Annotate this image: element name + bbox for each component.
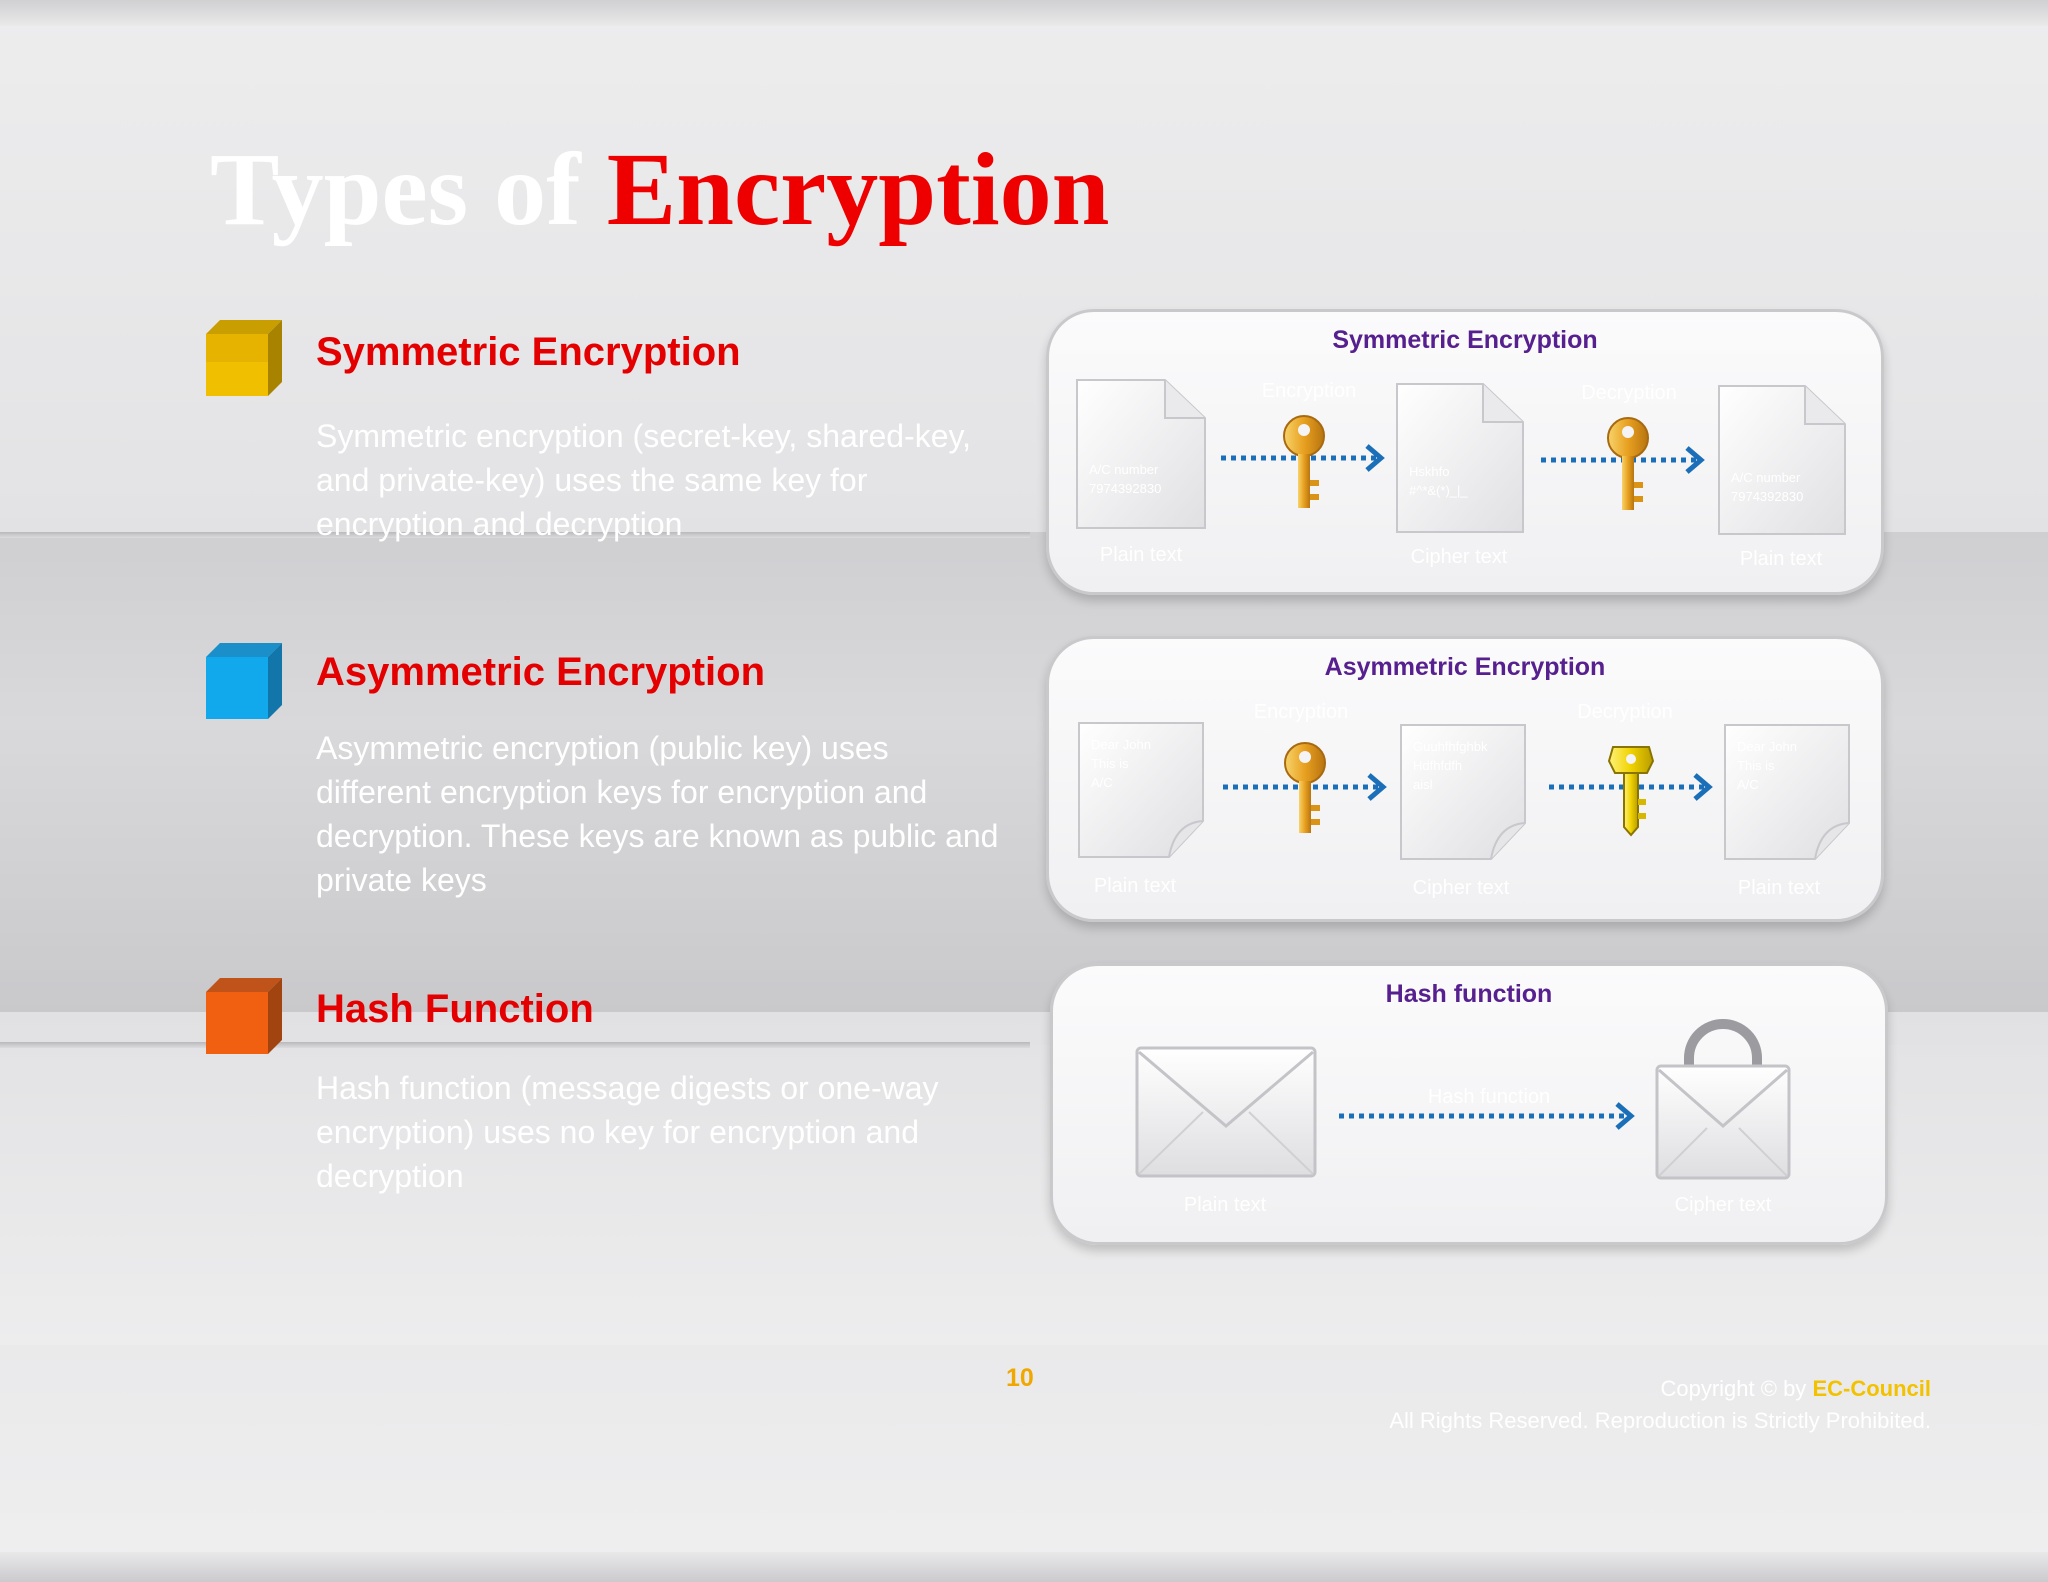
encryption-step-label: Encryption	[1261, 380, 1357, 402]
asymmetric-diagram-title: Asymmetric Encryption	[1324, 653, 1606, 681]
copyright-line: Copyright © by EC-Council	[1389, 1373, 1931, 1405]
slide-title-part1: Types of	[210, 132, 581, 247]
envelope-icon	[1135, 1046, 1317, 1178]
asymmetric-diagram: Asymmetric Encryption	[1046, 636, 1884, 922]
plain-text-label: Plain text	[1183, 1194, 1267, 1216]
lock-icon	[1684, 1019, 1762, 1076]
plain-text-label: Plain text	[1737, 877, 1821, 899]
arrow-icon	[1541, 446, 1705, 474]
document-icon	[1718, 385, 1846, 535]
decryption-step-label: Decryption	[1577, 701, 1673, 723]
document-text: Dear John This is A/C	[1091, 737, 1151, 790]
slide-title: Types of Encryption	[210, 138, 1110, 242]
document-icon	[1724, 724, 1850, 860]
symmetric-diagram: Symmetric Encryption	[1046, 309, 1884, 595]
asymmetric-diagram-graphic	[1078, 722, 1850, 860]
plain-text-label: Plain text	[1093, 875, 1177, 897]
cipher-text-label: Cipher text	[1410, 546, 1508, 568]
slide-title-part2: Encryption	[606, 132, 1110, 247]
key-icon	[1284, 742, 1326, 833]
plain-text-label: Plain text	[1099, 544, 1183, 566]
document-text: Guuhfhfghbk Hdfhfdfh aisl	[1413, 739, 1488, 792]
hash-description: Hash function (message digests or one-wa…	[316, 1070, 939, 1194]
hash-diagram-graphic	[1135, 1019, 1791, 1180]
encryption-step-label: Encryption	[1253, 701, 1349, 723]
hash-heading: Hash Function	[316, 987, 594, 1031]
top-bar	[0, 0, 2048, 26]
hash-diagram: Hash function	[1050, 963, 1888, 1245]
symmetric-diagram-title: Symmetric Encryption	[1332, 326, 1598, 354]
bottom-bar	[0, 1552, 2048, 1582]
copyright-notice: Copyright © by EC-Council All Rights Res…	[1389, 1373, 1931, 1437]
document-icon	[1078, 722, 1204, 858]
document-text: Dear John This is A/C	[1737, 739, 1797, 792]
document-text: A/C number 7974392830	[1089, 462, 1162, 496]
divider	[0, 1042, 1030, 1048]
hash-step-label: Hash function	[1427, 1086, 1551, 1108]
asymmetric-description: Asymmetric encryption (public key) uses …	[316, 730, 999, 898]
envelope-icon	[1655, 1064, 1791, 1180]
symmetric-description: Symmetric encryption (secret-key, shared…	[316, 418, 971, 542]
key-icon	[1607, 417, 1649, 510]
document-icon	[1076, 379, 1206, 529]
cipher-text-label: Cipher text	[1412, 877, 1510, 899]
asymmetric-heading: Asymmetric Encryption	[316, 650, 766, 694]
symmetric-heading: Symmetric Encryption	[316, 330, 741, 374]
key-icon	[1283, 415, 1325, 508]
symmetric-diagram-graphic	[1076, 379, 1846, 535]
brand-logo-text: EC-Council	[1812, 1376, 1931, 1401]
orange-cube-icon	[206, 978, 282, 1054]
decryption-step-label: Decryption	[1581, 382, 1677, 404]
document-icon	[1396, 383, 1524, 533]
plain-text-label: Plain text	[1739, 548, 1823, 570]
cipher-text-label: Cipher text	[1674, 1194, 1772, 1216]
rights-line: All Rights Reserved. Reproduction is Str…	[1389, 1408, 1931, 1433]
document-text: A/C number 7974392830	[1731, 470, 1804, 504]
hash-diagram-title: Hash function	[1385, 980, 1553, 1008]
document-icon	[1400, 724, 1526, 860]
copyright-prefix: Copyright © by	[1660, 1376, 1807, 1401]
yellow-key-icon	[1607, 746, 1655, 837]
arrow-icon	[1339, 1102, 1635, 1130]
page-number: 10	[1006, 1364, 1034, 1392]
blue-cube-icon	[206, 643, 282, 719]
document-text: Hskhfo #^*&(*)_|_	[1409, 464, 1468, 498]
yellow-cube-icon	[206, 320, 282, 396]
divider	[0, 532, 1030, 538]
